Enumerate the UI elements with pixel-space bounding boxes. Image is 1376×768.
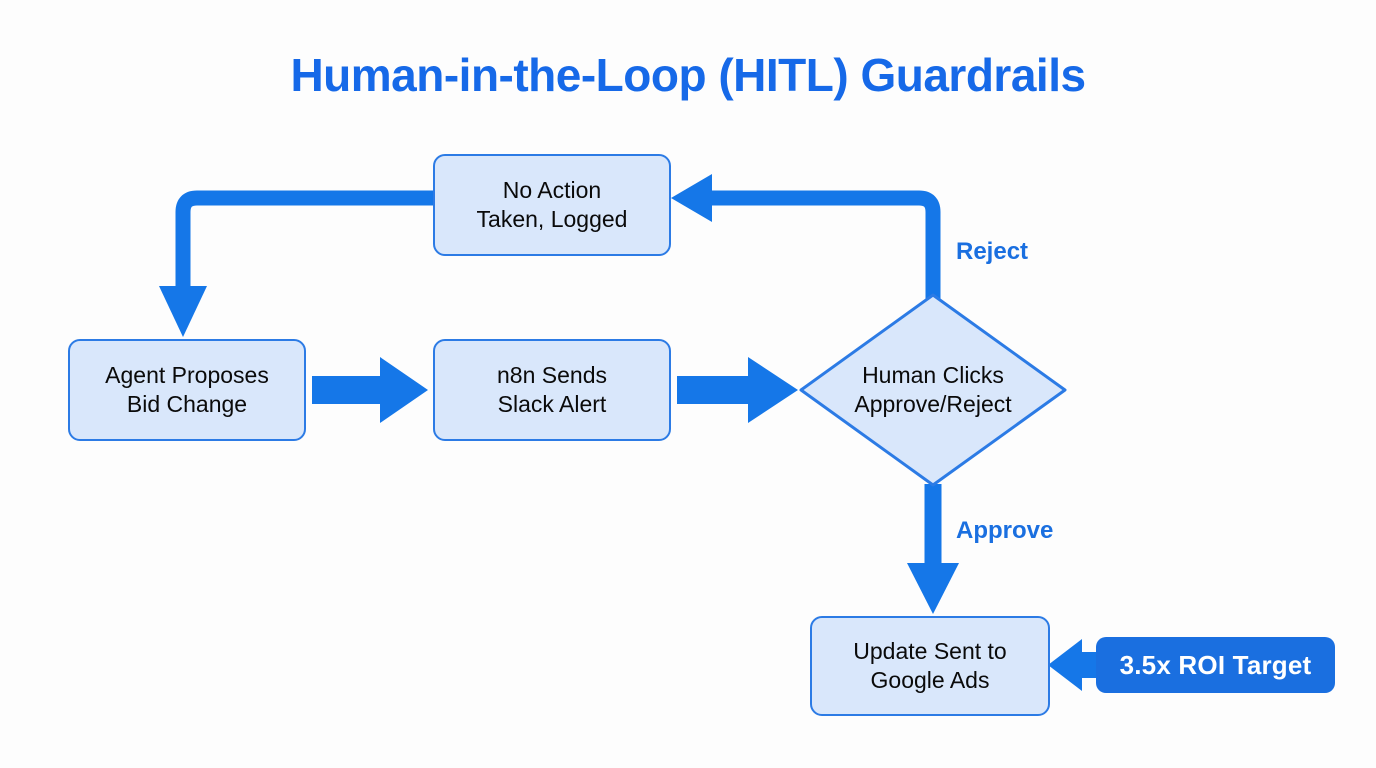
edge-roi-to-update	[1048, 639, 1096, 691]
node-n8n-sends-slack-alert[interactable]: n8n Sends Slack Alert	[433, 339, 671, 441]
node-agent-proposes-line1: Agent Proposes	[105, 361, 269, 388]
node-n8n-slack-line1: n8n Sends	[497, 361, 607, 388]
edge-agent-to-n8n	[312, 357, 428, 423]
node-n8n-slack-line2: Slack Alert	[497, 391, 607, 417]
edge-decision-to-no-action-reject	[671, 174, 941, 300]
node-agent-proposes-bid-change[interactable]: Agent Proposes Bid Change	[68, 339, 306, 441]
node-update-sent-to-google-ads[interactable]: Update Sent to Google Ads	[810, 616, 1050, 716]
node-human-decision[interactable]: Human Clicks Approve/Reject	[798, 292, 1068, 488]
diamond-shape	[799, 293, 1067, 487]
edge-label-reject: Reject	[956, 238, 1029, 265]
edge-no-action-to-agent	[159, 190, 433, 337]
badge-roi-target[interactable]: 3.5x ROI Target	[1096, 637, 1335, 693]
node-agent-proposes-line2: Bid Change	[126, 391, 248, 417]
node-update-sent-line1: Update Sent to	[853, 637, 1007, 664]
page-title: Human-in-the-Loop (HITL) Guardrails	[290, 49, 1086, 101]
node-no-action[interactable]: No Action Taken, Logged	[433, 154, 671, 256]
edge-label-approve: Approve	[956, 517, 1054, 544]
edge-decision-to-update-approve	[907, 484, 959, 614]
edge-n8n-to-decision	[677, 357, 798, 423]
node-update-sent-line2: Google Ads	[870, 667, 990, 693]
node-no-action-line1: No Action	[502, 176, 602, 203]
node-no-action-line2: Taken, Logged	[476, 206, 628, 232]
